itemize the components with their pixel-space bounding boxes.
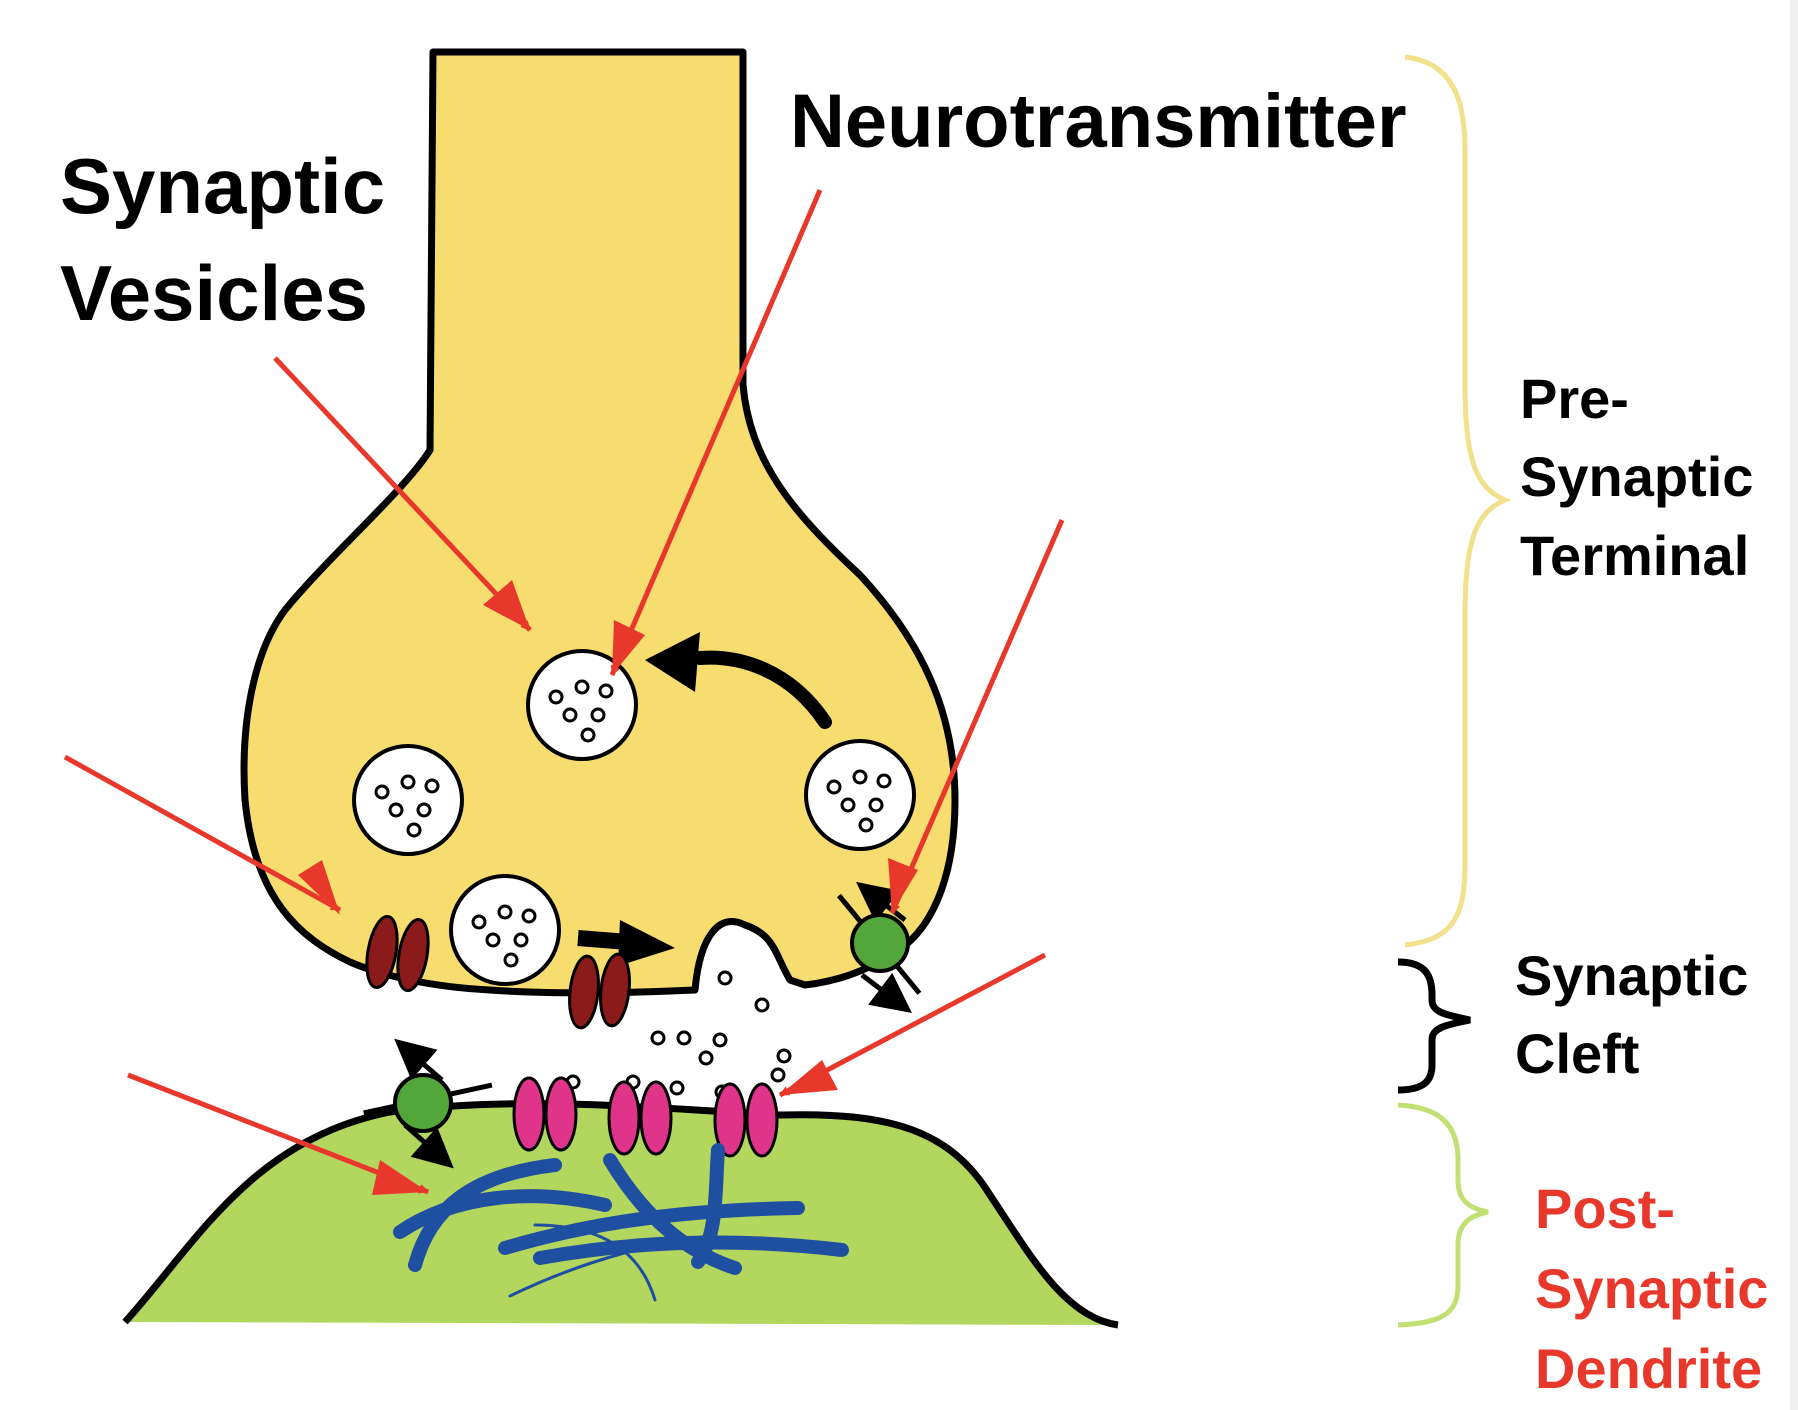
synaptic-vesicles-label-line2: Vesicles — [60, 249, 368, 337]
fusion-arrowhead — [618, 920, 675, 966]
vesicle-right — [804, 739, 916, 851]
transporter-bottom — [363, 1038, 493, 1169]
postsynaptic-membrane — [122, 1100, 1119, 1329]
transporter-top — [837, 881, 922, 1014]
postsynaptic-label-line3: Dendrite — [1535, 1337, 1762, 1400]
voltage-gated-channels — [365, 914, 631, 1030]
synaptic-cleft-brace — [1397, 958, 1471, 1094]
postsynaptic-receptors — [512, 1076, 779, 1158]
recycling-arrowhead — [645, 632, 700, 692]
pointer-arrowheads — [298, 580, 918, 1195]
cleft-label-line1: Synaptic — [1515, 944, 1748, 1007]
right-edge-strip — [1790, 0, 1798, 1410]
recycling-arrow — [693, 650, 832, 729]
presynaptic-label-line1: Pre- — [1520, 367, 1629, 430]
neurotransmitter-particles — [565, 970, 792, 1100]
postsynaptic-label-line2: Synaptic — [1535, 1257, 1768, 1320]
presynaptic-label-line3: Terminal — [1520, 524, 1749, 587]
postsynaptic-label-line1: Post- — [1535, 1177, 1675, 1240]
vesicle-left — [352, 744, 464, 856]
presynaptic-label-line2: Synaptic — [1520, 445, 1753, 508]
pointer-arrows — [63, 189, 1065, 1195]
cytoskeleton — [393, 1143, 849, 1302]
cleft-label-line2: Cleft — [1515, 1022, 1639, 1085]
postsynaptic-dendrite — [125, 1103, 1118, 1325]
synaptic-vesicles-label-line1: Synaptic — [60, 142, 385, 230]
vesicle-top — [526, 649, 638, 761]
vesicle-bottom — [449, 874, 561, 986]
presynaptic-brace — [1404, 54, 1512, 948]
neurotransmitter-label: Neurotransmitter — [790, 79, 1407, 164]
postsynaptic-brace — [1397, 1102, 1489, 1328]
